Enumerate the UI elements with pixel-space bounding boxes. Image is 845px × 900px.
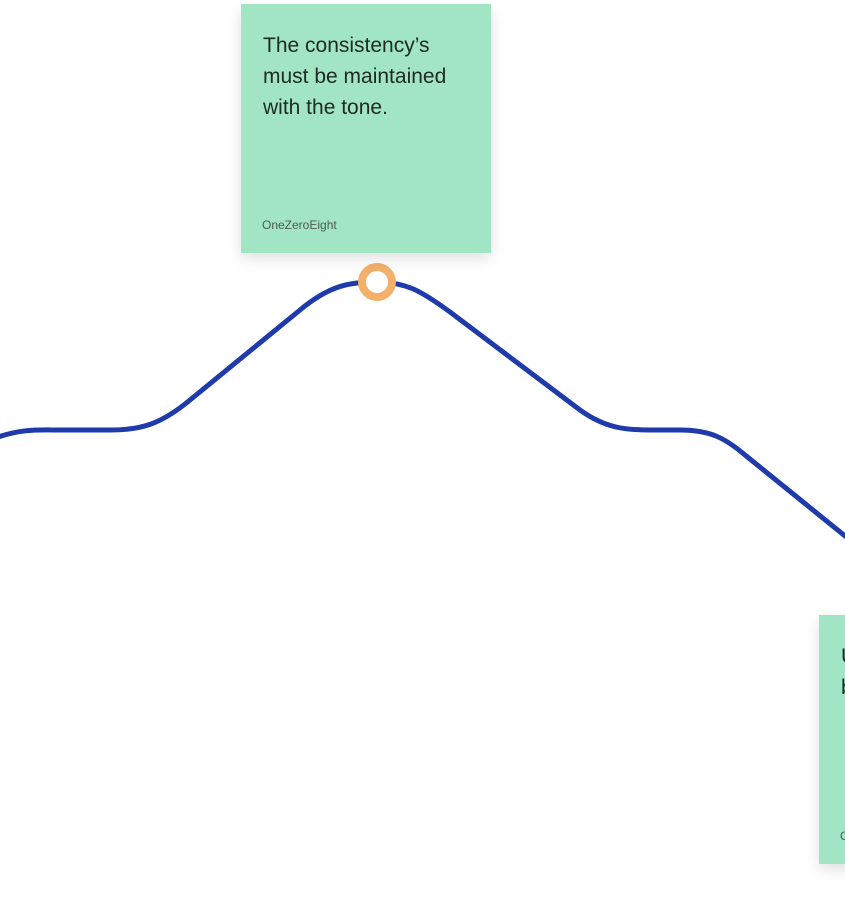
sticky-note-text: The consistency’s must be maintained wit… <box>263 34 447 119</box>
sticky-note-author: O <box>840 829 845 843</box>
connector-node-handle[interactable] <box>358 263 396 301</box>
sticky-note-author: OneZeroEight <box>262 218 337 232</box>
sticky-note-text: U b <box>841 641 845 703</box>
sticky-note-partial[interactable]: U b O <box>819 615 845 864</box>
sticky-note-consistency[interactable]: The consistency’s must be maintained wit… <box>241 4 491 253</box>
flow-connector-line[interactable] <box>0 279 845 540</box>
